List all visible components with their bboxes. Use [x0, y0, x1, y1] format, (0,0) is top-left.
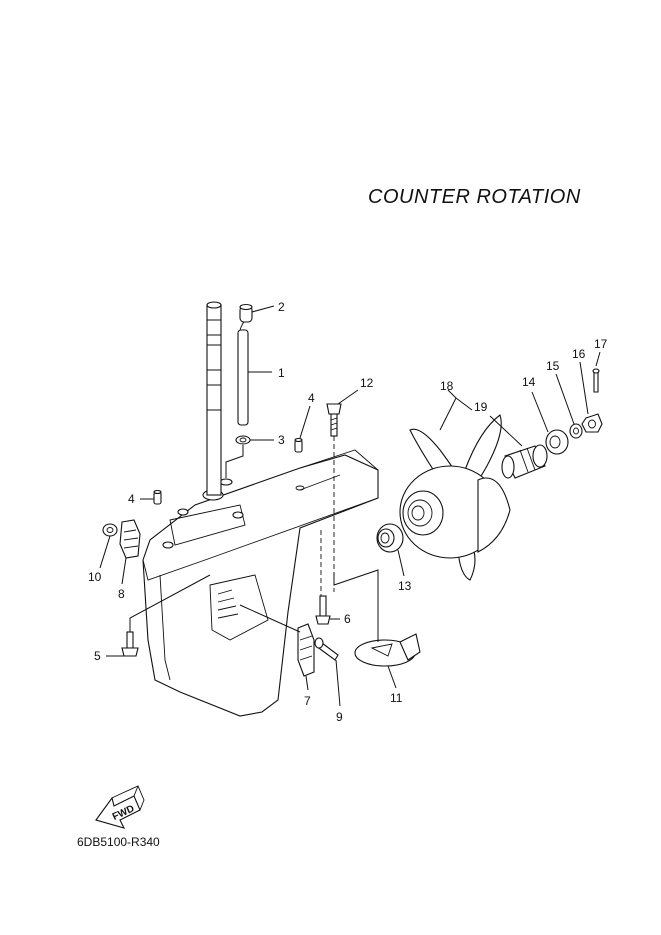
callout-18: 18	[440, 379, 454, 393]
dowel-pin-4a	[294, 437, 303, 453]
washer-15	[569, 423, 583, 439]
propeller-18	[399, 414, 511, 581]
spacer-13	[376, 523, 404, 553]
callout-7: 7	[304, 694, 311, 708]
callout-5: 5	[94, 649, 101, 663]
grommet-2	[239, 303, 253, 323]
trim-tab-11	[354, 633, 421, 667]
diagram-code: 6DB5100-R340	[77, 835, 160, 849]
callout-10: 10	[88, 570, 102, 584]
diagram-title: COUNTER ROTATION	[368, 186, 581, 208]
callout-11: 11	[390, 691, 403, 705]
callout-labels: 1 2 3 4 4 5 6 7 8 9 10 11 12 13 14 15 16…	[88, 300, 608, 724]
callout-9: 9	[336, 710, 343, 724]
callout-8: 8	[118, 587, 125, 601]
bolt-5	[121, 631, 139, 657]
nut-10	[102, 523, 118, 537]
callout-16: 16	[572, 347, 586, 361]
callout-1: 1	[278, 366, 285, 380]
callout-19: 19	[474, 400, 488, 414]
callout-6: 6	[344, 612, 351, 626]
anode-8	[119, 519, 141, 559]
castle-nut-16	[581, 413, 603, 433]
callout-3: 3	[278, 433, 285, 447]
bolt-6	[315, 595, 331, 625]
callout-4a: 4	[308, 391, 315, 405]
drive-shaft	[206, 301, 222, 496]
lower-casing	[142, 449, 379, 717]
water-tube-1	[237, 320, 249, 426]
callout-17: 17	[594, 337, 608, 351]
callout-4b: 4	[128, 492, 135, 506]
leader-lines	[99, 305, 601, 707]
spacer-14	[545, 429, 569, 455]
anode-7	[297, 623, 315, 677]
connector-lines	[129, 445, 379, 642]
callout-13: 13	[398, 579, 412, 593]
callout-12: 12	[360, 376, 374, 390]
callout-2: 2	[278, 300, 285, 314]
seal-ring-3	[235, 435, 251, 445]
bolt-12	[326, 403, 342, 437]
fwd-arrow-icon: FWD	[95, 785, 145, 829]
callout-15: 15	[546, 359, 560, 373]
dowel-pin-4b	[153, 489, 162, 505]
cotter-pin-17	[592, 368, 600, 393]
spline-bushing-19	[501, 444, 548, 479]
callout-14: 14	[522, 375, 536, 389]
screw-9	[314, 637, 339, 661]
